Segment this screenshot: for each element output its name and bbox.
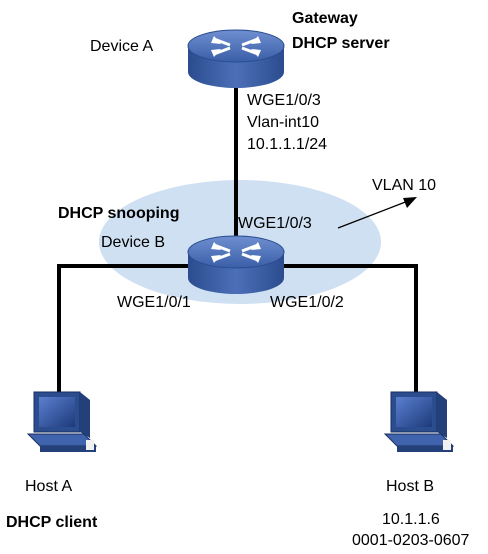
device-a-name: Device A [90, 38, 154, 55]
vlan-label: VLAN 10 [372, 177, 437, 194]
link-b-host-b [282, 264, 418, 400]
device-a-role-line2: DHCP server [292, 35, 390, 52]
host-b-mac: 0001-0203-0607 [352, 532, 470, 549]
device-b-name: Device B [101, 234, 166, 251]
host-b-pc-icon [383, 391, 455, 452]
device-a-vlan-int: Vlan-int10 [247, 114, 320, 131]
device-a-port: WGE1/0/3 [247, 92, 321, 109]
host-a-role: DHCP client [6, 514, 98, 531]
device-a-router-icon [187, 29, 285, 88]
device-b-uplink-port: WGE1/0/3 [238, 215, 312, 232]
device-b-port-right: WGE1/0/2 [270, 294, 344, 311]
link-b-host-a [57, 264, 188, 400]
device-b-role: DHCP snooping [58, 205, 180, 222]
device-a-role-line1: Gateway [292, 10, 358, 27]
device-b-port-left: WGE1/0/1 [117, 294, 191, 311]
vlan-arrow-head [403, 197, 417, 208]
host-a-name: Host A [25, 478, 73, 495]
host-b-ip: 10.1.1.6 [382, 511, 440, 528]
host-a-pc-icon [26, 391, 98, 452]
vlan-arrow [337, 200, 409, 229]
host-b-name: Host B [386, 478, 435, 495]
device-b-router-icon [187, 235, 285, 294]
device-a-ip: 10.1.1.1/24 [247, 136, 328, 153]
